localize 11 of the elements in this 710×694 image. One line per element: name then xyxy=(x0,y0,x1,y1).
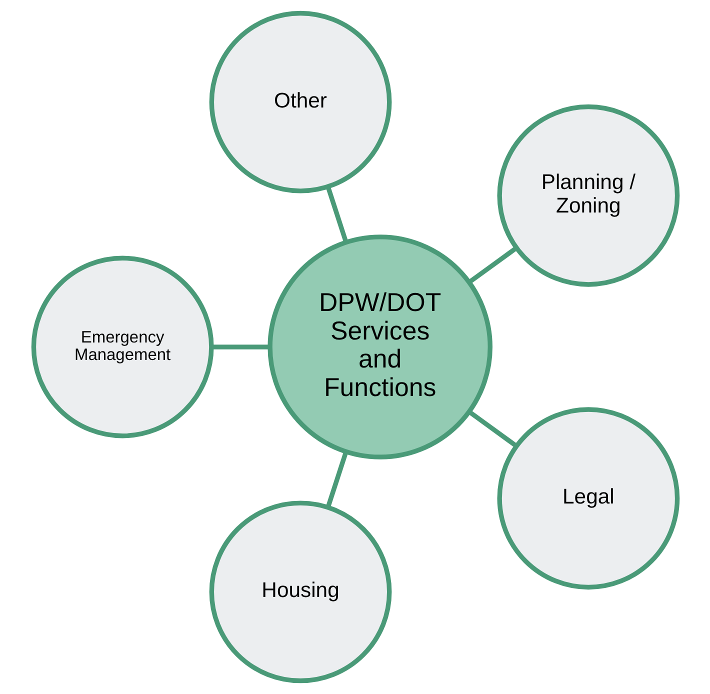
connector xyxy=(325,186,348,243)
node-circle: Housing xyxy=(208,500,392,684)
node-circle: Other xyxy=(208,10,392,194)
node-circle: Legal xyxy=(496,407,680,590)
node-circle: Emergency Management xyxy=(30,256,214,438)
node-circle: DPW/DOT Services and Functions xyxy=(267,234,492,460)
connector xyxy=(467,246,518,284)
connector xyxy=(211,344,270,350)
connector xyxy=(325,451,348,508)
node-circle: Planning / Zoning xyxy=(496,104,680,287)
connector xyxy=(467,410,518,448)
